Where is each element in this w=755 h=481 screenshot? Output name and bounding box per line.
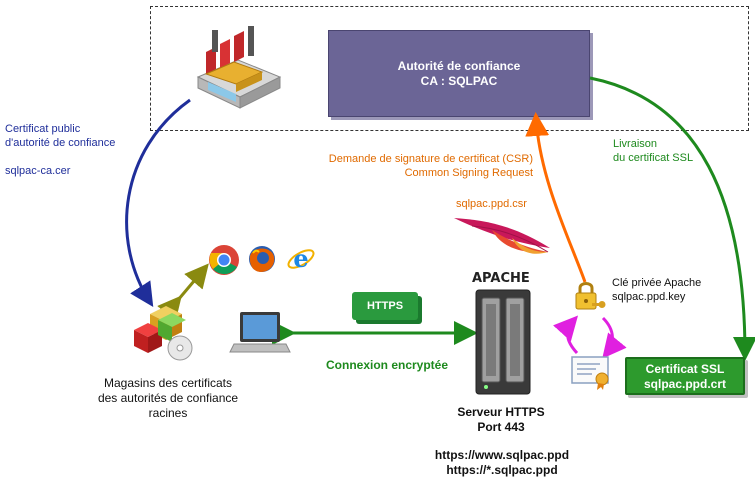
ca-name: CA : SQLPAC: [420, 74, 498, 88]
csr-label: Demande de signature de certificat (CSR)…: [300, 152, 533, 180]
url-www: https://www.sqlpac.ppd: [434, 448, 570, 462]
url-wildcard: https://*.sqlpac.ppd: [446, 463, 558, 477]
ca-title: Autorité de confiance: [397, 59, 521, 73]
server-label: Serveur HTTPS Port 443: [442, 405, 560, 435]
server-line1: Serveur HTTPS: [457, 405, 545, 419]
public-cert-label: Certificat public d'autorité de confianc…: [5, 122, 115, 178]
stores-label: Magasins des certificats des autorités d…: [88, 376, 248, 421]
private-key-line1: Clé privée Apache: [612, 277, 702, 289]
server-line2: Port 443: [477, 420, 525, 434]
csr-arrow: [525, 112, 587, 283]
certificate-store-icon: [134, 306, 193, 361]
stores-line3: racines: [148, 406, 188, 420]
apache-feather-icon: [454, 218, 550, 254]
certificate-authority-box: Autorité de confiance CA : SQLPAC: [328, 30, 590, 117]
key-cert-arrow-left: [553, 315, 579, 355]
delivery-line2: du certificat SSL: [613, 152, 694, 164]
csr-file: sqlpac.ppd.csr: [456, 198, 527, 210]
csr-line2: Common Signing Request: [404, 167, 533, 179]
key-cert-arrow-right: [601, 316, 627, 359]
stores-line2: des autorités de confiance: [97, 391, 239, 405]
ssl-cert-title: Certificat SSL: [645, 362, 725, 376]
svg-text:e: e: [293, 244, 308, 273]
connection-label: Connexion encryptée: [326, 358, 449, 372]
delivery-line1: Livraison: [613, 138, 658, 150]
https-badge: HTTPS: [352, 292, 422, 324]
apache-logo-text: APACHE: [472, 271, 530, 286]
ie-icon: e: [287, 244, 315, 273]
chrome-icon: [209, 245, 239, 275]
delivery-label: Livraison du certificat SSL: [613, 137, 693, 165]
ssl-cert-file: sqlpac.ppd.crt: [643, 377, 726, 391]
public-cert-line2: d'autorité de confiance: [5, 137, 116, 149]
laptop-icon: [229, 312, 291, 353]
urls-label: https://www.sqlpac.ppd https://*.sqlpac.…: [428, 448, 576, 478]
https-badge-label: HTTPS: [352, 292, 418, 320]
lock-key-icon: [575, 282, 606, 310]
certificate-icon: [571, 356, 609, 390]
delivery-arrow: [589, 76, 755, 361]
private-key-label: Clé privée Apache sqlpac.ppd.key: [612, 276, 701, 304]
stores-line1: Magasins des certificats: [103, 376, 233, 390]
trust-zone-boundary: [150, 6, 749, 131]
factory-icon: [196, 26, 282, 109]
private-key-line2: sqlpac.ppd.key: [612, 291, 686, 303]
csr-line1: Demande de signature de certificat (CSR): [328, 153, 533, 165]
server-icon: [475, 289, 531, 395]
public-cert-line1: Certificat public: [5, 123, 81, 135]
public-cert-file: sqlpac-ca.cer: [5, 165, 71, 177]
browser-store-arrow: [157, 263, 209, 322]
ssl-certificate-badge: Certificat SSL sqlpac.ppd.crt: [625, 357, 745, 395]
public-cert-arrow: [125, 98, 191, 308]
firefox-icon: [249, 246, 275, 272]
